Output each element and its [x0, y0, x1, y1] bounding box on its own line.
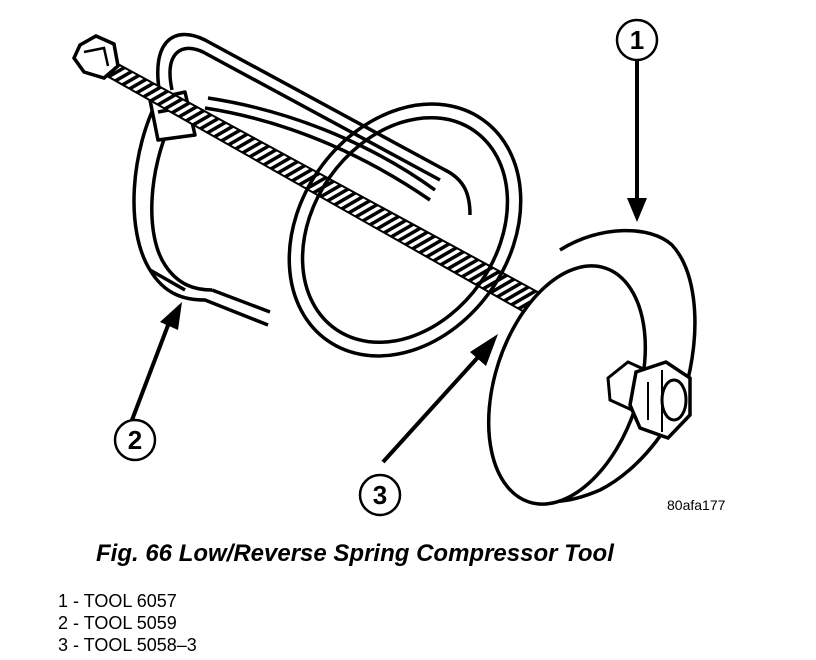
compressor-ring	[287, 102, 523, 358]
svg-text:1: 1	[630, 25, 644, 55]
legend-item: 1 - TOOL 6057	[58, 590, 197, 612]
legend: 1 - TOOL 6057 2 - TOOL 5059 3 - TOOL 505…	[58, 590, 197, 656]
legend-item: 2 - TOOL 5059	[58, 612, 197, 634]
legend-separator: -	[68, 635, 84, 655]
legend-number: 3	[58, 635, 69, 655]
figure-caption: Fig. 66 Low/Reverse Spring Compressor To…	[96, 540, 614, 567]
callout-arrows	[130, 60, 647, 464]
rod-hex-nut	[71, 34, 120, 80]
svg-text:2: 2	[128, 425, 142, 455]
legend-label: TOOL 5058–3	[83, 635, 197, 655]
threaded-rod	[71, 34, 547, 320]
legend-number: 2	[58, 613, 69, 633]
legend-label: TOOL 5059	[83, 613, 177, 633]
legend-item: 3 - TOOL 5058–3	[58, 634, 197, 656]
callout-3: 3	[358, 473, 402, 517]
legend-number: 1	[58, 591, 69, 611]
legend-label: TOOL 6057	[83, 591, 177, 611]
tool-illustration: 1 2 3 80afa177	[71, 18, 726, 517]
callout-1: 1	[615, 18, 659, 62]
compressor-disc	[486, 228, 697, 506]
figure-id-code: 80afa177	[667, 497, 726, 513]
callout-2: 2	[113, 418, 157, 462]
svg-text:3: 3	[373, 480, 387, 510]
legend-separator: -	[68, 591, 84, 611]
legend-separator: -	[68, 613, 84, 633]
